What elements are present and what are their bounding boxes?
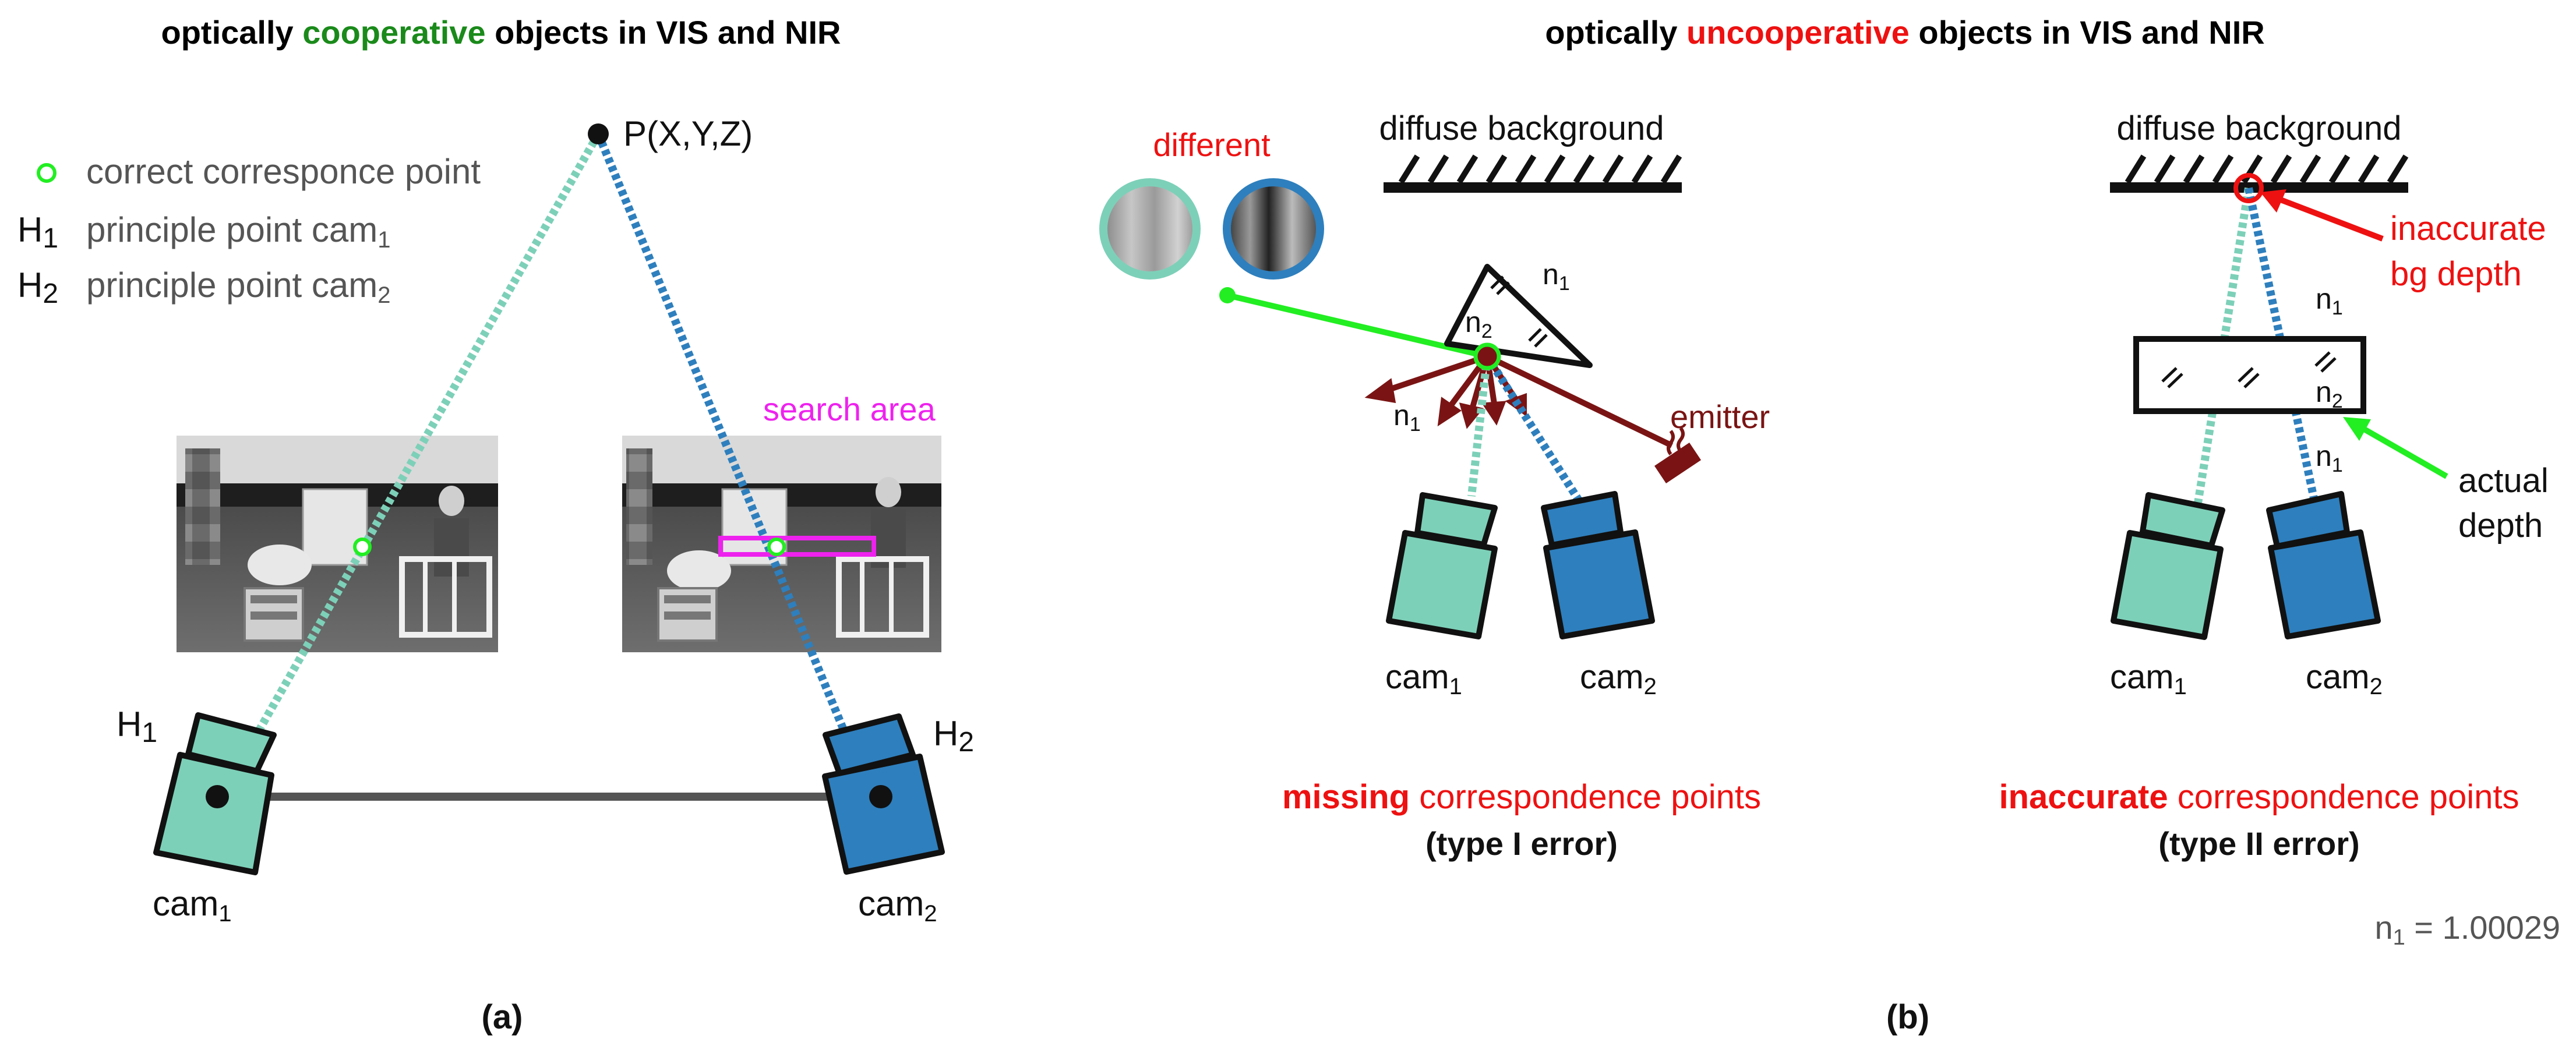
error-type-right: (type II error) [2158, 825, 2359, 862]
actual-depth-label-line1: actual [2458, 462, 2549, 500]
camera-image-right [622, 436, 941, 652]
actual-depth-arrow [2343, 417, 2448, 479]
n1-label-top-right: n1 [2316, 282, 2343, 319]
prism-glass-marks [1490, 275, 1548, 348]
panel-b-caption: (b) [1886, 998, 1929, 1036]
cam1-label-right: cam1 [2110, 658, 2187, 699]
inaccurate-depth-label-line2: bg depth [2390, 255, 2522, 293]
prism-object [1444, 264, 1593, 368]
error-label-right: inaccurate correspondence points [1999, 778, 2519, 816]
point-p-marker [588, 123, 609, 144]
correspondence-point-left [353, 538, 372, 556]
patch-cam1-icon [1099, 178, 1201, 280]
incoming-ray [1226, 292, 1488, 359]
cam2-label-left: cam2 [1580, 658, 1657, 699]
n2-label-right: n2 [2316, 376, 2343, 412]
panel-a-title: optically cooperative objects in VIS and… [161, 14, 841, 51]
refractive-index-note: n1 = 1.00029 [2374, 909, 2560, 950]
camera-1-right-icon [2111, 492, 2225, 640]
background-label-left: diffuse background [1379, 109, 1664, 147]
cam2-label-right: cam2 [2306, 658, 2383, 699]
cam2-label: cam2 [858, 884, 937, 927]
ray-cam2-to-point [594, 132, 852, 741]
slab-glass-marks [2161, 351, 2337, 388]
cam1-label-left: cam1 [1385, 658, 1462, 699]
camera-2-icon [822, 713, 945, 875]
n1-label-bottom-right: n1 [2316, 440, 2343, 476]
legend-h2-symbol: H2 [17, 266, 58, 309]
inaccurate-point-marker [2233, 173, 2264, 203]
patch-cam2-icon [1223, 178, 1324, 280]
search-area-box [718, 536, 876, 557]
error-label-left: missing correspondence points [1282, 778, 1761, 816]
legend-correspondence: correct corresponce point [86, 152, 481, 191]
emitter-label: emitter [1670, 398, 1770, 435]
n1-label-top-left: n1 [1543, 258, 1570, 295]
camera-image-left [177, 436, 498, 652]
camera-2-right-icon [2266, 491, 2381, 639]
background-label-right: diffuse background [2116, 109, 2401, 147]
missing-point-marker [1473, 342, 1501, 370]
error-type-left: (type I error) [1425, 825, 1618, 862]
h1-label: H1 [117, 705, 157, 748]
panel-a-caption: (a) [482, 998, 523, 1036]
different-label: different [1153, 126, 1271, 163]
emitter-icon [1654, 427, 1701, 483]
legend-h2-text: principle point cam2 [86, 266, 391, 308]
h2-label: H2 [933, 714, 974, 758]
n2-label-left: n2 [1465, 306, 1492, 342]
panel-b: optically uncooperative objects in VIS a… [1099, 14, 2560, 1036]
ray-cam1-to-point [246, 132, 602, 748]
legend-h1-text: principle point cam1 [86, 210, 391, 253]
diffuse-background-left [1384, 154, 1682, 193]
camera-1-icon [153, 712, 277, 875]
camera-1-left-icon [1386, 492, 1498, 639]
point-p-label: P(X,Y,Z) [623, 114, 753, 153]
panel-b-title: optically uncooperative objects in VIS a… [1545, 14, 2264, 51]
legend-h1-symbol: H1 [17, 210, 58, 254]
ray-cam2-right [2245, 187, 2320, 508]
ray-cam1-left [1467, 356, 1491, 497]
n1-label-bottom-left: n1 [1393, 399, 1421, 436]
ray-cam2-left [1484, 354, 1583, 504]
inaccurate-arrow [2260, 189, 2384, 242]
inaccurate-depth-label-line1: inaccurate [2390, 210, 2546, 248]
glass-slab-object [2133, 336, 2366, 414]
correspondence-point-right [767, 538, 786, 556]
actual-depth-label-line2: depth [2458, 507, 2543, 545]
panel-a: optically cooperative objects in VIS and… [17, 14, 974, 1036]
correspondence-marker-icon [37, 163, 57, 183]
search-area-label: search area [763, 391, 936, 427]
camera-2-left-icon [1541, 491, 1655, 639]
ray-origin-marker [1219, 287, 1236, 303]
cam1-label: cam1 [153, 884, 232, 927]
